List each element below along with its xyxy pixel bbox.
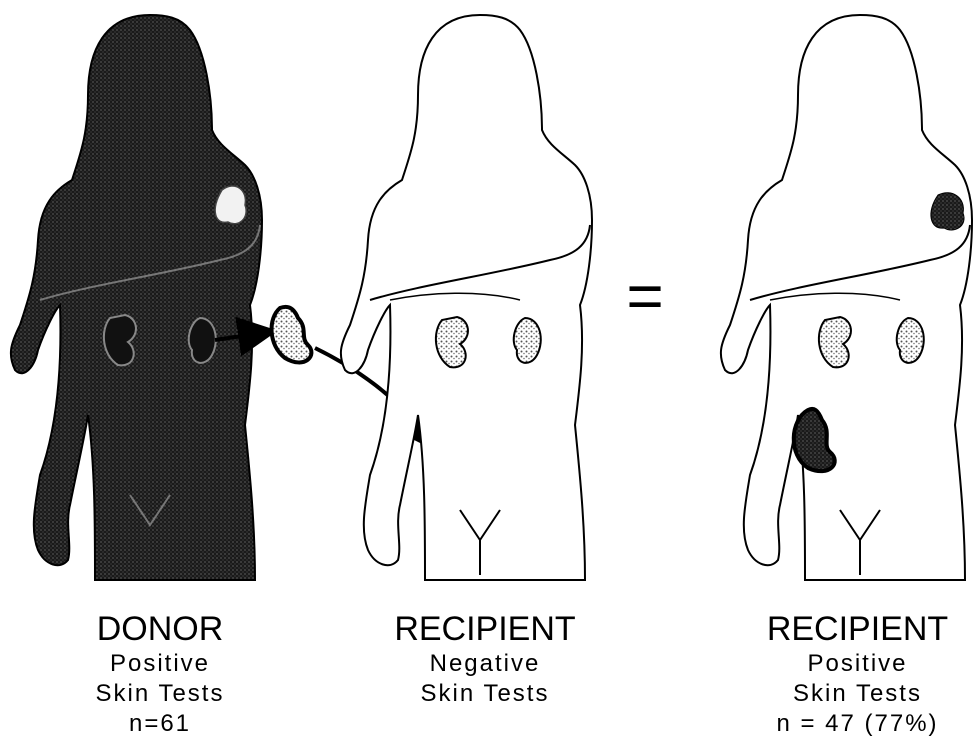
recipient-positive-caption: RECIPIENT Positive Skin Tests n = 47 (77…	[745, 612, 970, 738]
recipient-negative-line2: Skin Tests	[360, 682, 610, 706]
donor-figure	[11, 15, 262, 580]
kidney-right	[514, 318, 541, 363]
skin-test-spot	[931, 193, 964, 230]
recipient-negative-caption: RECIPIENT Negative Skin Tests	[360, 612, 610, 712]
extracted-kidney-icon	[272, 307, 312, 363]
recipient-positive-line1: Positive	[745, 652, 970, 676]
donor-count: n=61	[40, 712, 280, 736]
donor-title: DONOR	[40, 612, 280, 646]
recipient-positive-line2: Skin Tests	[745, 682, 970, 706]
donor-line1: Positive	[40, 652, 280, 676]
donor-line2: Skin Tests	[40, 682, 280, 706]
donor-caption: DONOR Positive Skin Tests n=61	[40, 612, 280, 738]
equals-symbol: =	[626, 260, 663, 332]
kidney-right	[897, 318, 924, 363]
recipient-positive-count: n = 47 (77%)	[745, 712, 970, 736]
recipient-negative-title: RECIPIENT	[360, 612, 610, 646]
recipient-positive-figure	[721, 15, 972, 580]
recipient-negative-line1: Negative	[360, 652, 610, 676]
recipient-positive-title: RECIPIENT	[745, 612, 970, 646]
recipient-negative-figure	[341, 15, 592, 580]
donor-kidney-right	[189, 318, 216, 363]
